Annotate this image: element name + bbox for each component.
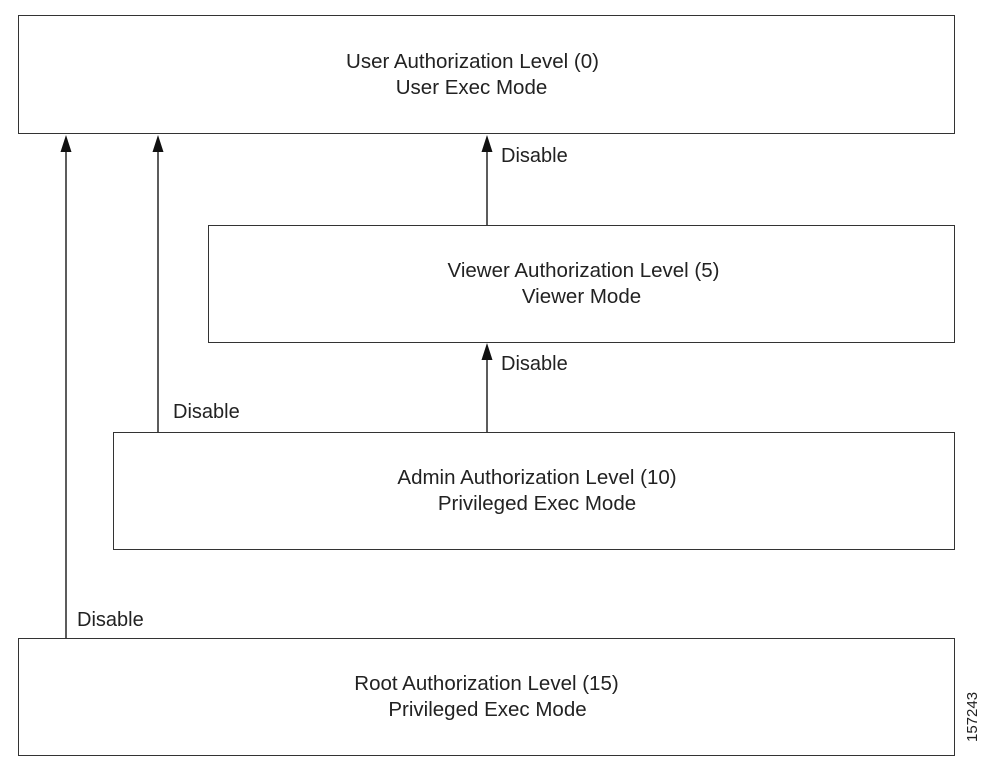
root-level-title: Root Authorization Level (15) (354, 672, 619, 695)
viewer-level-mode: Viewer Mode (521, 285, 642, 308)
user-level-mode: User Exec Mode (395, 75, 548, 99)
root-level-box: Root Authorization Level (15) Privileged… (18, 638, 955, 756)
arrow-admin-to-viewer (481, 343, 493, 432)
arrow-admin-to-user (152, 135, 164, 432)
figure-id: 157243 (964, 691, 981, 742)
disable-label-root-to-user: Disable (77, 609, 144, 631)
viewer-level-title: Viewer Authorization Level (5) (447, 259, 720, 282)
admin-level-mode: Privileged Exec Mode (437, 492, 637, 515)
admin-level-box: Admin Authorization Level (10) Privilege… (113, 432, 955, 550)
disable-label-admin-to-viewer: Disable (501, 353, 568, 375)
arrow-root-to-user (60, 135, 72, 638)
root-level-mode: Privileged Exec Mode (388, 698, 587, 721)
viewer-level-box: Viewer Authorization Level (5) Viewer Mo… (208, 225, 955, 343)
disable-label-admin-to-user: Disable (173, 401, 240, 423)
disable-label-viewer-to-user: Disable (501, 145, 568, 167)
user-level-title: User Authorization Level (0) (346, 49, 599, 73)
arrow-viewer-to-user (481, 135, 493, 225)
user-level-box: User Authorization Level (0) User Exec M… (18, 15, 955, 134)
admin-level-title: Admin Authorization Level (10) (397, 466, 677, 489)
